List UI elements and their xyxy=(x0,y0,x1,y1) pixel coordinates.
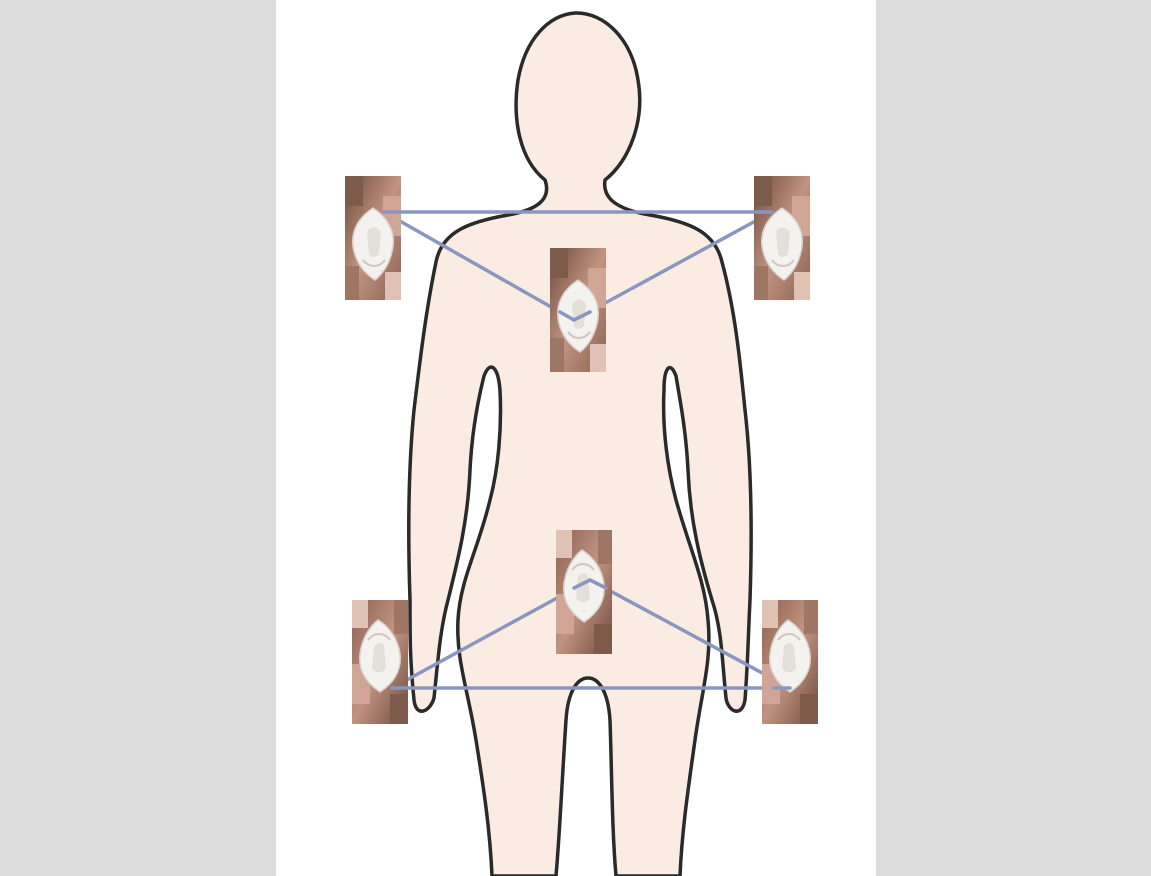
body-silhouette xyxy=(409,13,751,876)
left-hip-electrode-patch-icon xyxy=(352,600,408,724)
left-shoulder-electrode-patch-icon xyxy=(345,176,401,300)
right-shoulder-electrode-patch-icon xyxy=(754,176,810,300)
upper-back-electrode-patch-icon xyxy=(550,248,606,372)
lower-back-electrode-patch-icon xyxy=(556,530,612,654)
right-hip-electrode-patch-icon xyxy=(762,600,818,724)
